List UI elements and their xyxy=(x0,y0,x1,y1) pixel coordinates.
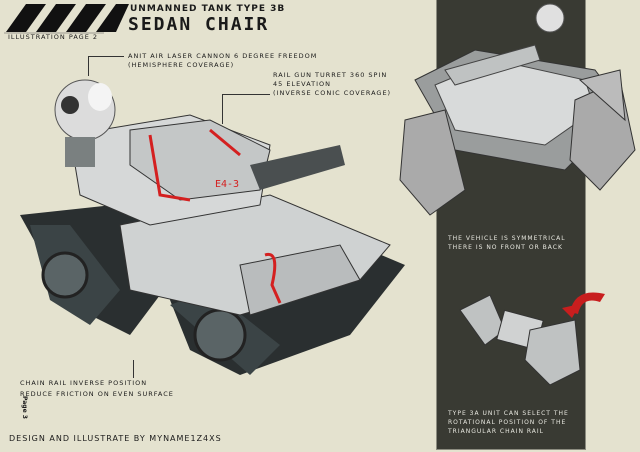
annotation-line: chain rail inverse position xyxy=(20,379,148,387)
credit-text: Design and illustrate by myname1z4xs xyxy=(9,434,222,443)
page-subtitle: Unmanned Tank Type 3B xyxy=(130,4,286,14)
note-line: triangular chain rail xyxy=(448,428,545,435)
symmetry-note: The vehicle is symmetrical there is no f… xyxy=(448,234,566,252)
tank-marking: E4-3 xyxy=(215,179,239,190)
side-page-label: Page 3 xyxy=(21,396,28,419)
chain-callout-line xyxy=(133,360,134,378)
annotation-line: reduce friction on even surface xyxy=(20,390,174,398)
top-view-tank-illustration xyxy=(399,3,636,216)
railgun-callout-line-v xyxy=(222,94,223,124)
annotation-line: rail gun turret 360 spin xyxy=(273,71,388,79)
note-line: rotational position of the xyxy=(448,419,567,426)
laser-callout-line-v xyxy=(88,56,89,76)
main-tank-illustration: E4-3 xyxy=(20,79,405,375)
illustration-page-label: Illustration page 2 xyxy=(8,33,98,41)
note-line: Type 3a unit can select the xyxy=(448,410,569,417)
annotation-line: 45 elevation xyxy=(273,80,332,88)
note-line: The vehicle is symmetrical xyxy=(448,235,566,242)
note-line: there is no front or back xyxy=(448,244,563,251)
railgun-callout-line xyxy=(222,94,270,95)
annotation-line: Anit air laser cannon 6 degree freedom xyxy=(128,52,318,60)
rotated-chain-unit-illustration xyxy=(459,294,581,386)
railgun-annotation: rail gun turret 360 spin 45 elevation (i… xyxy=(273,71,391,98)
rotation-note: Type 3a unit can select the rotational p… xyxy=(448,409,569,436)
laser-callout-line xyxy=(88,56,124,57)
logo-stripes-icon xyxy=(4,4,129,34)
page-title: SEDAN CHAIR xyxy=(128,14,270,35)
rotation-arrow-icon xyxy=(562,292,605,318)
laser-annotation: Anit air laser cannon 6 degree freedom (… xyxy=(128,52,317,70)
annotation-line: (inverse conic coverage) xyxy=(273,89,392,97)
annotation-line: (hemisphere coverage) xyxy=(128,61,235,69)
chain-annotation: chain rail inverse position reduce frict… xyxy=(20,379,174,399)
